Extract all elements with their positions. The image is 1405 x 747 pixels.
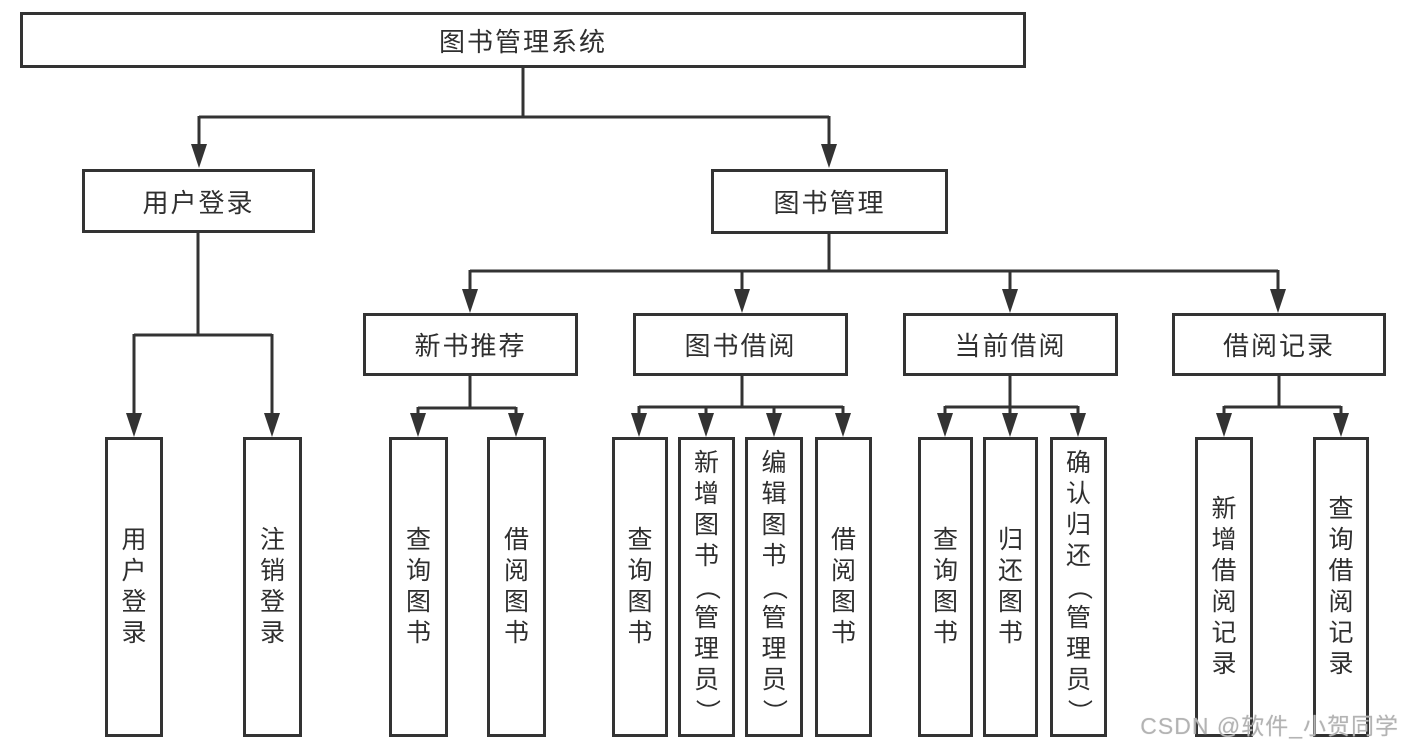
node-label: 图书管理系统 — [438, 26, 607, 57]
leaf-label: 用户登录 — [121, 526, 147, 647]
node-label: 当前借阅 — [954, 331, 1067, 361]
leaf-user-login: 用户登录 — [105, 437, 163, 737]
node-label: 借阅记录 — [1222, 331, 1335, 361]
node-library-management-system: 图书管理系统 — [20, 12, 1026, 68]
node-current-borrow: 当前借阅 — [903, 313, 1118, 376]
arrow-icon — [264, 413, 280, 437]
leaf-edit-book-admin: 编辑图书（管理员） — [745, 437, 803, 737]
leaf-label: 借阅图书 — [830, 526, 856, 647]
csdn-watermark: CSDN @软件_小贺同学 — [1140, 713, 1399, 739]
leaf-label: 注销登录 — [259, 526, 285, 647]
node-book-management: 图书管理 — [711, 169, 948, 234]
leaf-label: 归还图书 — [997, 526, 1023, 647]
node-label: 图书借阅 — [684, 331, 797, 361]
arrow-icon — [1270, 289, 1286, 313]
arrow-icon — [508, 413, 524, 437]
arrow-icon — [698, 413, 714, 437]
arrow-icon — [631, 413, 647, 437]
node-borrow-records: 借阅记录 — [1172, 313, 1386, 376]
leaf-return-book: 归还图书 — [983, 437, 1038, 737]
leaf-label: 新增图书（管理员） — [692, 448, 721, 724]
leaf-add-borrow-record: 新增借阅记录 — [1195, 437, 1253, 737]
arrow-icon — [937, 413, 953, 437]
arrow-icon — [1333, 413, 1349, 437]
leaf-label: 借阅图书 — [503, 526, 529, 647]
leaf-label: 查询借阅记录 — [1328, 495, 1354, 678]
arrow-icon — [462, 289, 478, 313]
node-label: 新书推荐 — [414, 331, 527, 361]
node-label: 图书管理 — [773, 188, 886, 218]
arrow-icon — [766, 413, 782, 437]
leaf-confirm-return-admin: 确认归还（管理员） — [1050, 437, 1107, 737]
leaf-label: 编辑图书（管理员） — [760, 448, 789, 724]
leaf-query-books-borrow: 查询图书 — [612, 437, 668, 737]
leaf-label: 查询图书 — [627, 526, 653, 647]
leaf-query-books-current: 查询图书 — [918, 437, 973, 737]
leaf-add-book-admin: 新增图书（管理员） — [678, 437, 735, 737]
leaf-label: 新增借阅记录 — [1211, 495, 1237, 678]
node-user-login: 用户登录 — [82, 169, 315, 233]
leaf-label: 查询图书 — [405, 526, 431, 647]
leaf-label: 查询图书 — [932, 526, 958, 647]
arrow-icon — [821, 144, 837, 168]
leaf-borrow-books: 借阅图书 — [815, 437, 872, 737]
arrow-icon — [1216, 413, 1232, 437]
arrow-icon — [1002, 413, 1018, 437]
leaf-borrow-books-recommend: 借阅图书 — [487, 437, 546, 737]
node-label: 用户登录 — [142, 187, 255, 218]
node-new-book-recommend: 新书推荐 — [363, 313, 578, 376]
leaf-query-books-recommend: 查询图书 — [389, 437, 448, 737]
arrow-icon — [191, 144, 207, 168]
leaf-query-borrow-record: 查询借阅记录 — [1313, 437, 1369, 737]
leaf-logout: 注销登录 — [243, 437, 302, 737]
arrow-icon — [835, 413, 851, 437]
arrow-icon — [1002, 289, 1018, 313]
node-book-borrow: 图书借阅 — [633, 313, 848, 376]
arrow-icon — [1070, 413, 1086, 437]
arrow-icon — [126, 413, 142, 437]
arrow-icon — [734, 289, 750, 313]
arrow-icon — [410, 413, 426, 437]
leaf-label: 确认归还（管理员） — [1064, 448, 1093, 724]
